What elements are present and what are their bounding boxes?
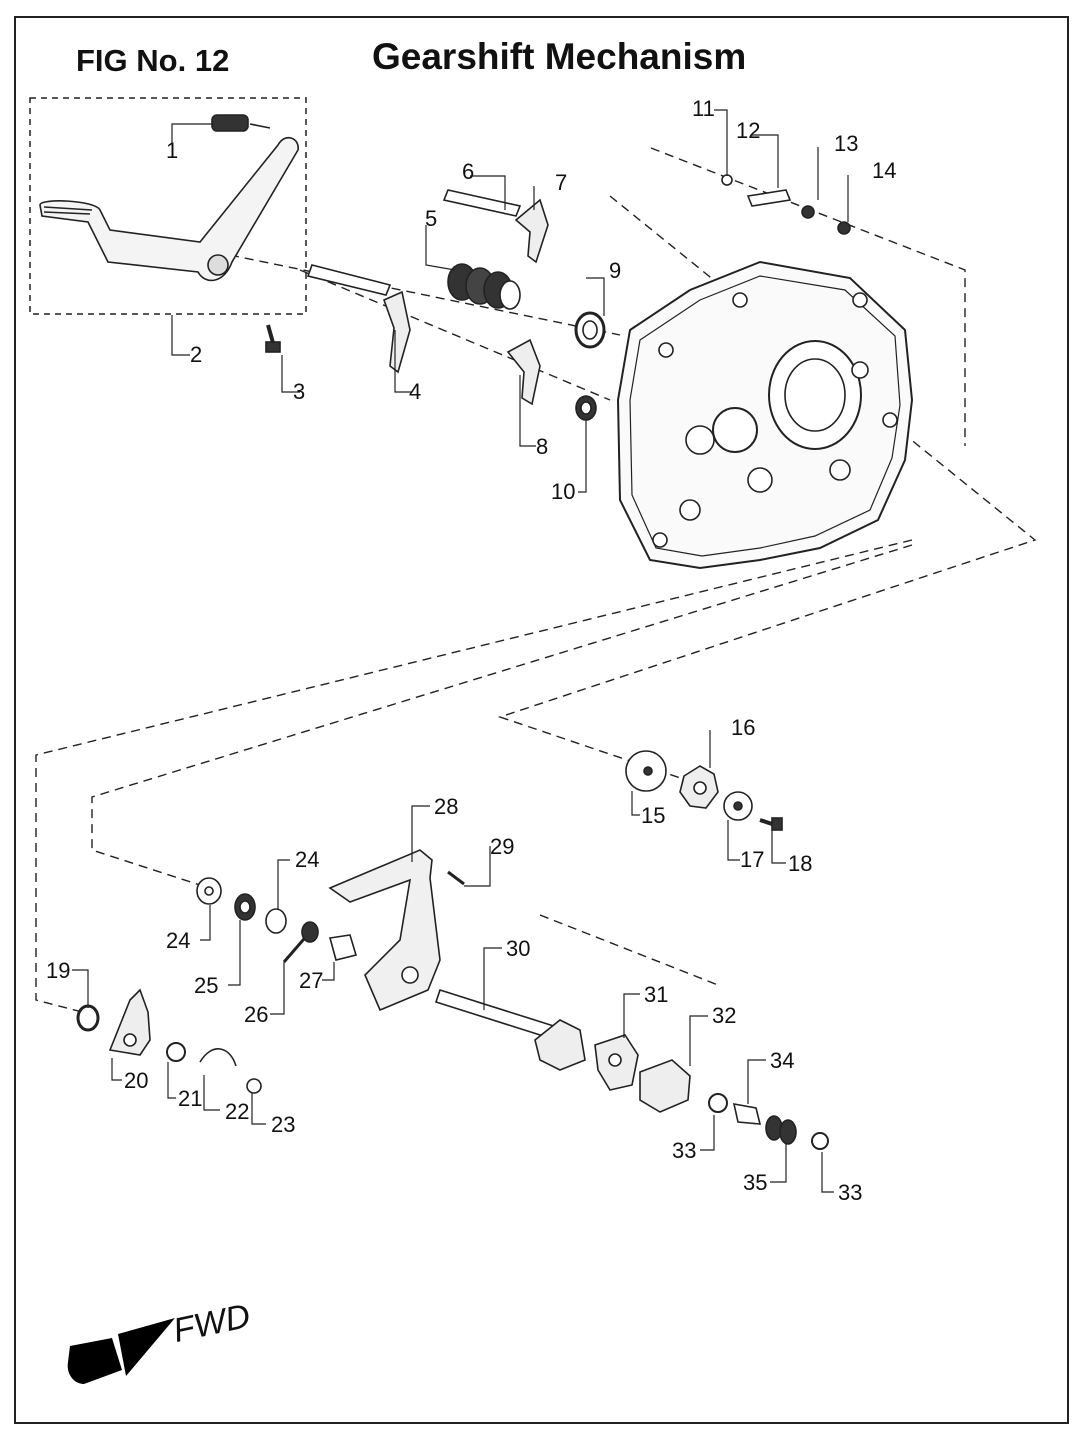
part-24-washer-right [265, 908, 287, 934]
part-26-pin [282, 921, 319, 963]
part-21-washer [166, 1042, 186, 1062]
callout-1: 1 [166, 138, 179, 163]
part-18-bolt [759, 817, 783, 831]
callout-31: 31 [644, 982, 669, 1007]
fork-shaft-lower [306, 264, 392, 296]
callout-11: 11 [692, 96, 715, 121]
callout-17: 17 [740, 847, 765, 872]
part-23-circlip [246, 1078, 262, 1094]
callout-29: 29 [490, 834, 515, 859]
callout-25: 25 [194, 973, 219, 998]
part-33-washer-left [708, 1093, 728, 1113]
callout-26: 26 [244, 1002, 269, 1027]
part-35-spring [765, 1115, 797, 1145]
routing-line-left [35, 539, 913, 1013]
callout-19: 19 [46, 958, 71, 983]
part-30-shift-shaft [434, 988, 562, 1042]
callout-33-right: 33 [838, 1180, 863, 1205]
callout-20: 20 [124, 1068, 149, 1093]
callout-4: 4 [409, 379, 422, 404]
routing-line-shaft [539, 914, 719, 986]
callout-18: 18 [788, 851, 813, 876]
part-19-collar [76, 1004, 100, 1032]
callout-2: 2 [190, 342, 203, 367]
callout-24-left: 24 [166, 928, 191, 953]
part-5-shift-drum [447, 263, 521, 310]
part-8-shift-fork [506, 338, 541, 406]
callout-24-right: 24 [295, 847, 320, 872]
part-13-clip [801, 205, 815, 219]
callout-6: 6 [462, 159, 475, 184]
callout-8: 8 [536, 434, 549, 459]
callout-28: 28 [434, 794, 459, 819]
part-14-bolt [837, 221, 851, 235]
part-20-stopper-arm [108, 988, 151, 1056]
callout-23: 23 [271, 1112, 296, 1137]
part-11-washer [721, 174, 733, 186]
routing-line-axis1 [229, 254, 621, 336]
callout-12: 12 [736, 118, 761, 143]
callout-34: 34 [770, 1048, 795, 1073]
pedal-assembly-box [29, 97, 307, 315]
part-22-spring [199, 1048, 237, 1067]
callout-16: 16 [731, 715, 756, 740]
callout-9: 9 [609, 258, 622, 283]
callout-10: 10 [551, 479, 576, 504]
figure-title: Gearshift Mechanism [372, 36, 747, 77]
part-33-washer-right [811, 1132, 829, 1150]
part-34-collar [732, 1102, 762, 1125]
callout-27: 27 [299, 968, 324, 993]
callout-14: 14 [872, 158, 897, 183]
callout-13: 13 [834, 131, 859, 156]
figure-number: FIG No. 12 [76, 43, 230, 78]
part-4-shift-fork [382, 290, 411, 374]
figure-frame [14, 16, 1069, 1424]
part-12-link [746, 189, 792, 207]
callout-30: 30 [506, 936, 531, 961]
callout-32: 32 [712, 1003, 737, 1028]
part-6-fork-shaft [442, 189, 522, 217]
part-7-shift-fork [514, 198, 549, 264]
part-29-spring [447, 870, 465, 886]
crankcase-cover [616, 260, 914, 570]
part-2-shift-pedal [39, 136, 299, 282]
callout-33-left: 33 [672, 1138, 697, 1163]
part-3-bolt [265, 324, 281, 353]
callout-22: 22 [225, 1099, 250, 1124]
callout-35: 35 [743, 1170, 768, 1195]
pedal-pivot [207, 254, 229, 276]
routing-line-mid [91, 544, 913, 886]
callout-21: 21 [178, 1086, 203, 1111]
fwd-arrow-icon [67, 1318, 175, 1384]
part-32-drum-cam [639, 1059, 691, 1113]
part-28-shift-arm [328, 849, 441, 1012]
callout-3: 3 [293, 379, 306, 404]
callout-5: 5 [425, 206, 438, 231]
routing-line-axis2 [299, 269, 611, 401]
part-27-collar [328, 934, 358, 961]
callout-15: 15 [641, 803, 666, 828]
part-1-spring [211, 114, 271, 132]
callout-7: 7 [555, 170, 568, 195]
